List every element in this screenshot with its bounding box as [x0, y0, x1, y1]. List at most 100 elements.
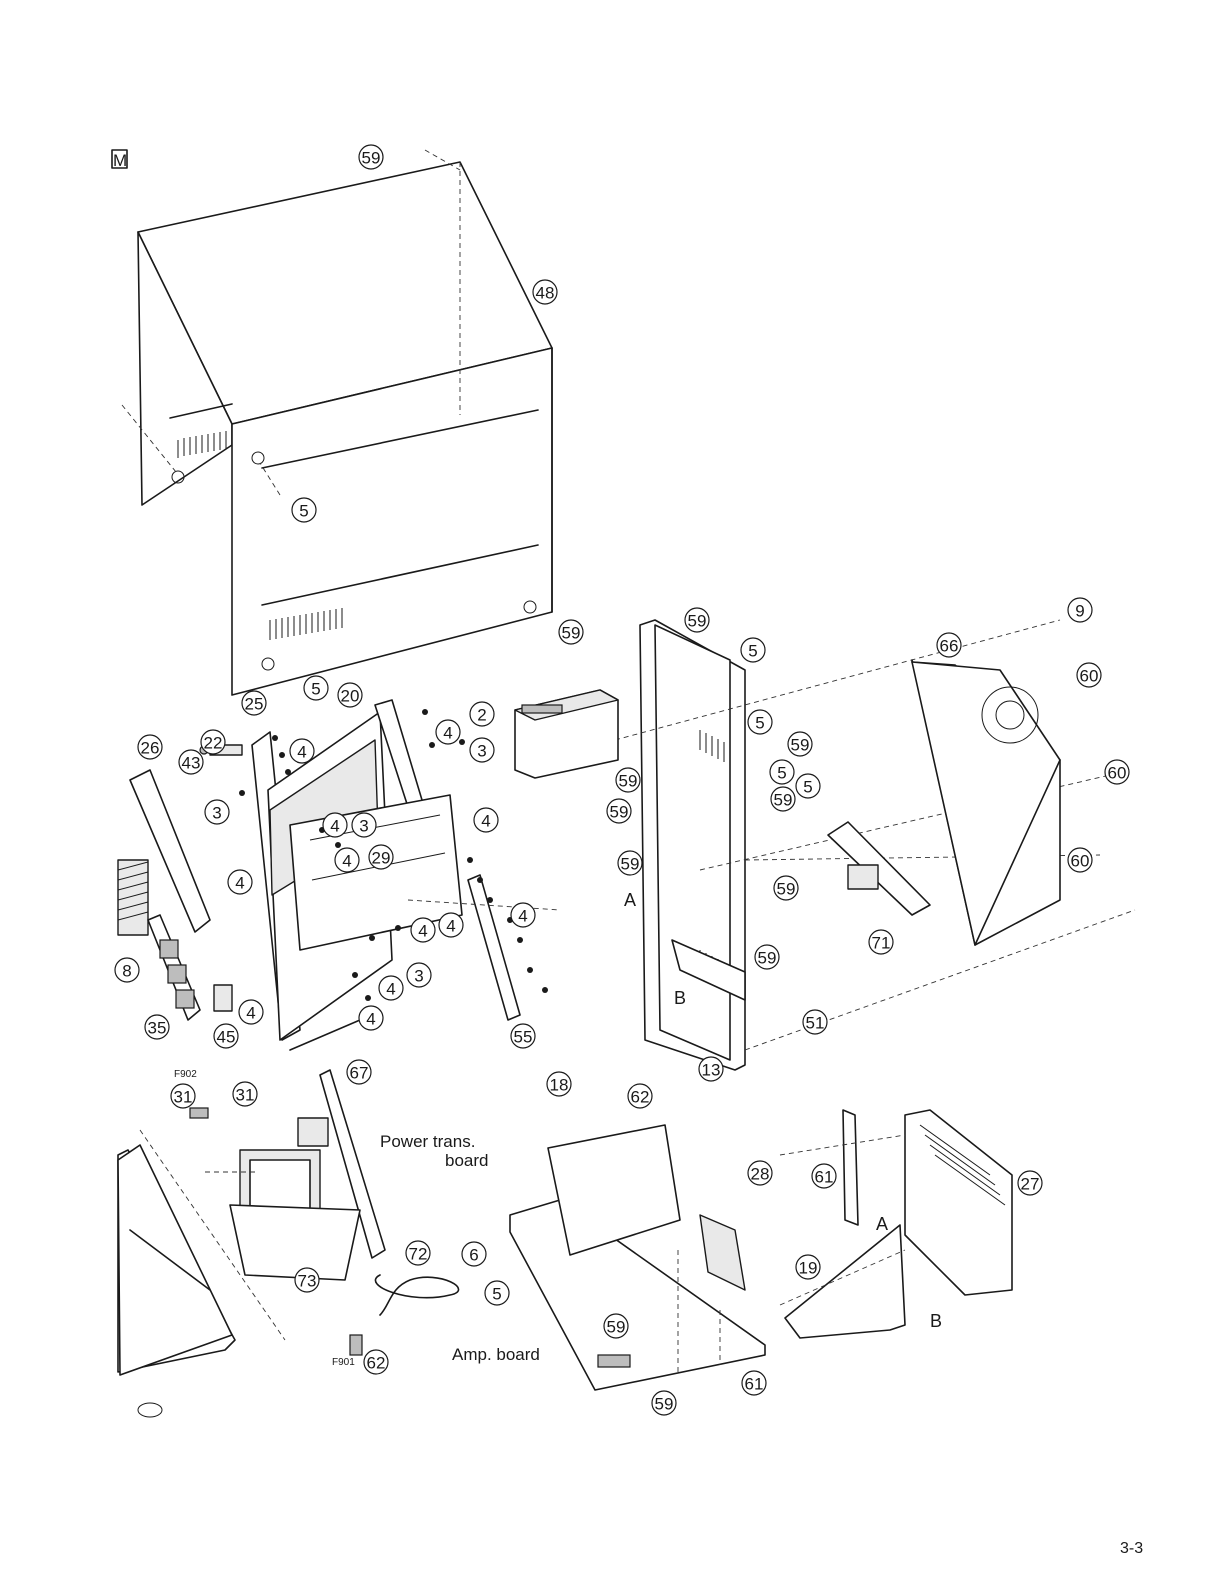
callout-3: 3	[407, 963, 431, 987]
callout-59: 59	[604, 1314, 628, 1338]
callout-number: 4	[330, 817, 339, 836]
callout-number: 4	[366, 1010, 375, 1029]
callout-number: 66	[940, 637, 959, 656]
top-cover	[122, 150, 552, 695]
callout-59: 59	[685, 608, 709, 632]
label-power-trans-board: board	[445, 1151, 488, 1170]
point-a-bracket: A	[876, 1214, 888, 1234]
callout-22: 22	[201, 730, 225, 754]
label-power-trans: Power trans.	[380, 1132, 475, 1151]
callout-31: 31	[171, 1084, 195, 1108]
callout-number: 4	[235, 874, 244, 893]
callout-8: 8	[115, 958, 139, 982]
callout-3: 3	[205, 800, 229, 824]
callout-number: 59	[655, 1395, 674, 1414]
callout-number: 5	[748, 642, 757, 661]
callout-31: 31	[233, 1082, 257, 1106]
callout-number: 60	[1071, 852, 1090, 871]
amp-board	[510, 1110, 1012, 1390]
callout-number: 4	[246, 1004, 255, 1023]
callout-43: 43	[179, 750, 203, 774]
callout-4: 4	[239, 1000, 263, 1024]
callout-2: 2	[470, 702, 494, 726]
callout-number: 5	[299, 502, 308, 521]
callout-number: 3	[477, 742, 486, 761]
callout-number: 27	[1021, 1175, 1040, 1194]
callout-62: 62	[364, 1350, 388, 1374]
callout-number: 3	[359, 817, 368, 836]
callout-66: 66	[937, 633, 961, 657]
callout-13: 13	[699, 1057, 723, 1081]
callout-4: 4	[411, 918, 435, 942]
callout-29: 29	[369, 845, 393, 869]
callout-number: 71	[872, 934, 891, 953]
callout-28: 28	[748, 1161, 772, 1185]
callout-59: 59	[359, 145, 383, 169]
callout-number: 2	[477, 706, 486, 725]
callout-4: 4	[379, 976, 403, 1000]
callout-61: 61	[812, 1164, 836, 1188]
callout-number: 59	[562, 624, 581, 643]
callout-number: 62	[367, 1354, 386, 1373]
callout-number: 59	[610, 803, 629, 822]
callout-number: 59	[688, 612, 707, 631]
callout-number: 6	[469, 1246, 478, 1265]
callout-5: 5	[741, 638, 765, 662]
callout-number: 28	[751, 1165, 770, 1184]
callout-6: 6	[462, 1242, 486, 1266]
device-module	[515, 690, 618, 778]
callout-number: 4	[342, 852, 351, 871]
callout-60: 60	[1068, 848, 1092, 872]
callout-number: 5	[755, 714, 764, 733]
callout-4: 4	[335, 848, 359, 872]
callout-number: 5	[803, 778, 812, 797]
callout-4: 4	[228, 870, 252, 894]
callout-45: 45	[214, 1024, 238, 1048]
callout-number: 59	[774, 791, 793, 810]
callout-5: 5	[748, 710, 772, 734]
callout-5: 5	[292, 498, 316, 522]
callout-4: 4	[439, 913, 463, 937]
callout-number: 35	[148, 1019, 167, 1038]
callout-60: 60	[1105, 760, 1129, 784]
callout-3: 3	[470, 738, 494, 762]
callout-number: 59	[621, 855, 640, 874]
callout-number: 31	[236, 1086, 255, 1105]
callout-number: 29	[372, 849, 391, 868]
callout-number: 62	[631, 1088, 650, 1107]
callout-number: 4	[443, 724, 452, 743]
callout-number: 5	[311, 680, 320, 699]
callout-72: 72	[406, 1241, 430, 1265]
label-fuse-f902: F902	[174, 1069, 197, 1080]
callout-19: 19	[796, 1255, 820, 1279]
callout-number: 45	[217, 1028, 236, 1047]
callout-number: 18	[550, 1076, 569, 1095]
callout-59: 59	[618, 851, 642, 875]
callout-51: 51	[803, 1010, 827, 1034]
power-transformer	[190, 1070, 459, 1355]
callout-5: 5	[304, 676, 328, 700]
callout-4: 4	[511, 903, 535, 927]
callout-35: 35	[145, 1015, 169, 1039]
point-b-bracket: B	[930, 1311, 942, 1331]
callout-59: 59	[616, 768, 640, 792]
callout-number: 43	[182, 754, 201, 773]
callout-number: 61	[815, 1168, 834, 1187]
callout-4: 4	[290, 739, 314, 763]
callout-number: 59	[362, 149, 381, 168]
callout-5: 5	[796, 774, 820, 798]
callout-number: 51	[806, 1014, 825, 1033]
corner-mark: M	[113, 151, 127, 170]
callout-number: 19	[799, 1259, 818, 1278]
callout-number: 25	[245, 695, 264, 714]
callout-number: 60	[1108, 764, 1127, 783]
callout-59: 59	[559, 620, 583, 644]
callout-number: 4	[418, 922, 427, 941]
callout-number: 26	[141, 739, 160, 758]
callout-number: 5	[777, 764, 786, 783]
callout-number: 55	[514, 1028, 533, 1047]
callout-5: 5	[485, 1281, 509, 1305]
callout-3: 3	[352, 813, 376, 837]
callout-number: 3	[414, 967, 423, 986]
callout-number: 31	[174, 1088, 193, 1107]
